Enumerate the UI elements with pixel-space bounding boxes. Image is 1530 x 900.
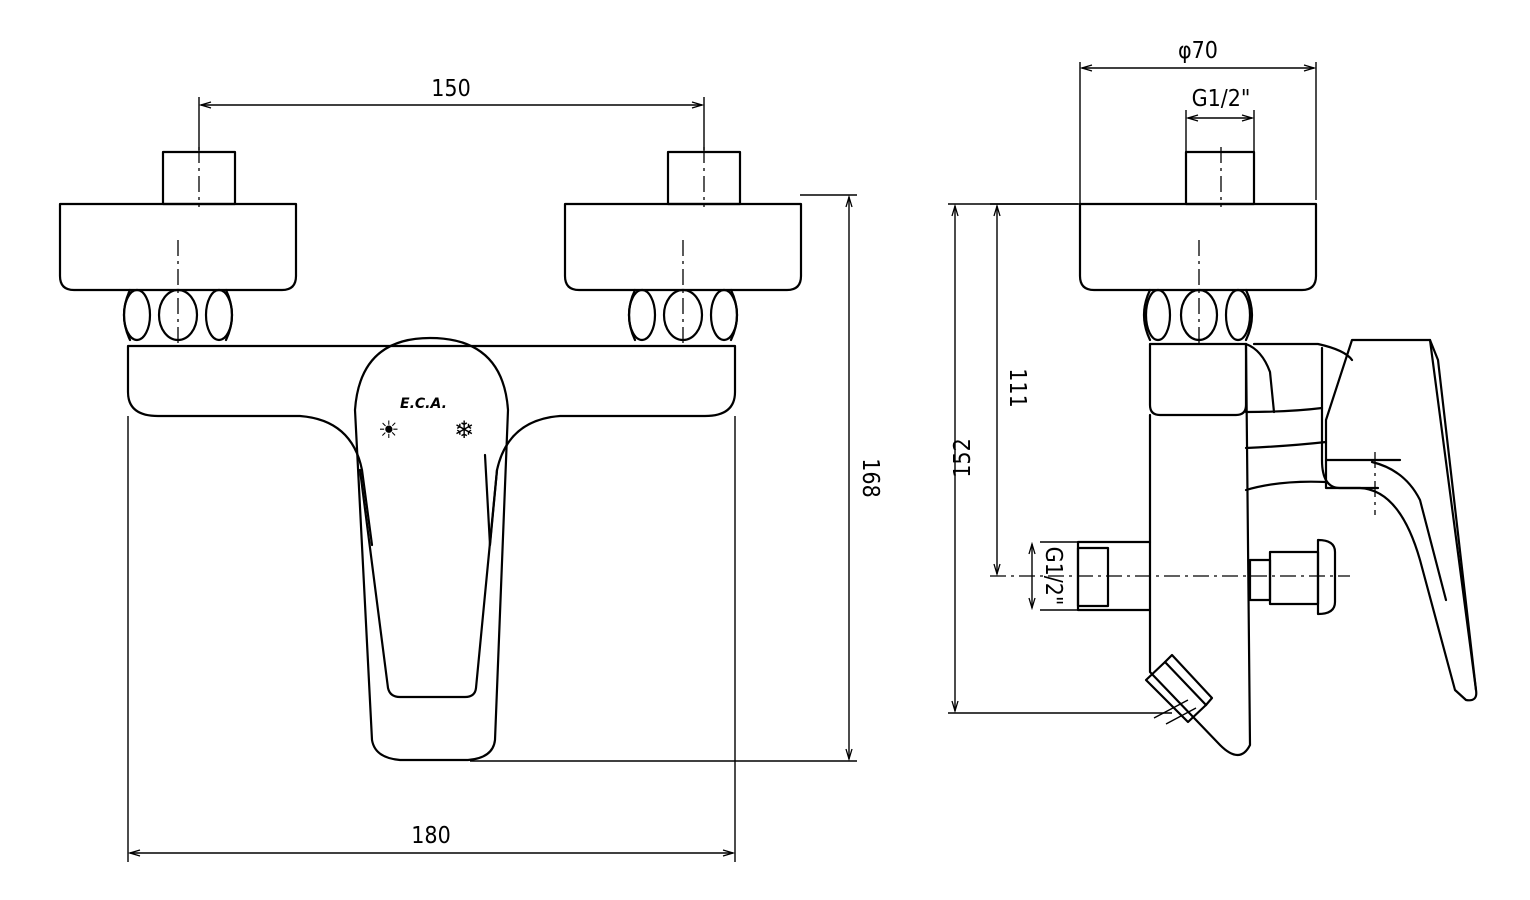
dimension-diameter-70: φ70 [1079, 38, 1317, 204]
dim-diameter-label: φ70 [1178, 38, 1218, 64]
dim-total-height-label: 152 [950, 438, 976, 478]
dim-overall-width-label: 180 [411, 823, 451, 849]
left-inlet [58, 147, 298, 345]
side-body [1148, 342, 1402, 757]
side-aerator [1144, 653, 1214, 725]
side-lever [1324, 338, 1478, 702]
dim-inlet-spacing-label: 150 [431, 76, 471, 102]
dimension-top-thread: G1/2" [1185, 86, 1255, 152]
dimension-152: 152 [948, 203, 1172, 714]
brand-logo: E.C.A. [400, 396, 447, 412]
side-inlet [1078, 147, 1318, 345]
hot-symbol: ☀ [378, 416, 400, 444]
dimension-outlet-thread: G1/2" [1032, 544, 1066, 608]
dim-outlet-thread-label: G1/2" [1040, 547, 1066, 606]
dimension-150: 150 [198, 76, 705, 150]
mixer-body [126, 344, 737, 547]
cold-symbol: ❄ [454, 416, 474, 444]
right-inlet [563, 147, 803, 345]
diverter-knob [1248, 538, 1337, 616]
dimension-180: 180 [127, 416, 736, 862]
side-view: φ70 G1/2" 111 152 G1/2" [948, 38, 1478, 757]
lever-handle [353, 336, 510, 762]
dimension-168: 168 [470, 194, 883, 762]
dim-overall-height-label: 168 [857, 458, 883, 498]
dim-top-thread-label: G1/2" [1192, 86, 1251, 112]
dim-height-to-outlet-label: 111 [1004, 368, 1030, 408]
dimension-111: 111 [990, 203, 1078, 574]
front-view: E.C.A. ☀ ❄ 150 180 168 [58, 76, 883, 862]
